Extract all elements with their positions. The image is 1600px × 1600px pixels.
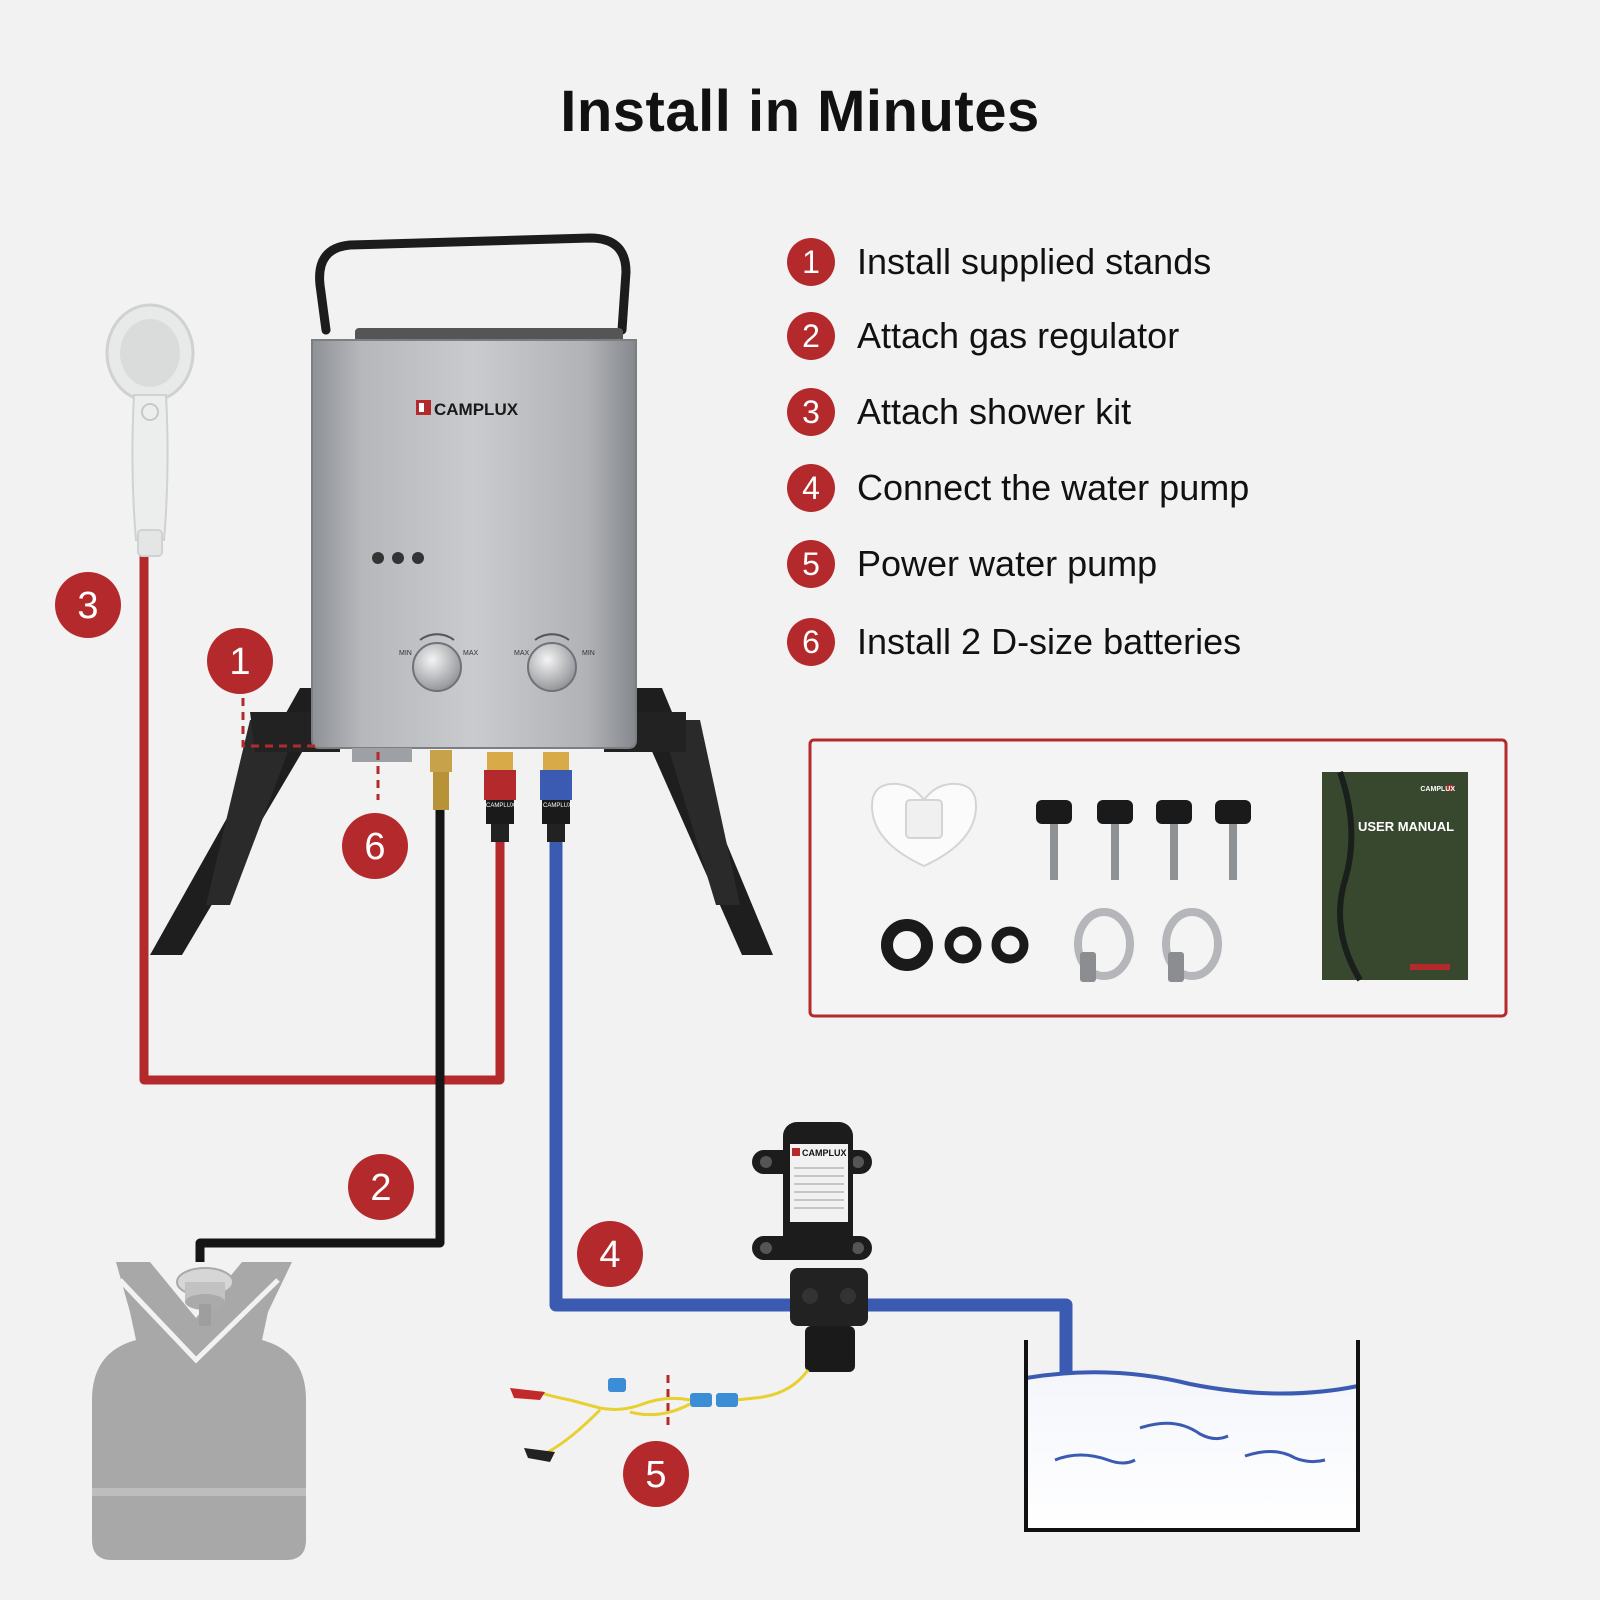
- rubber-washer-icon: [881, 919, 933, 971]
- pump-power-cable-icon: [510, 1369, 810, 1462]
- step-label: Install 2 D-size batteries: [857, 621, 1242, 662]
- shower-head-icon: [105, 303, 195, 557]
- rubber-washer-icon: [991, 926, 1029, 964]
- water-knob-icon: MAX MIN: [514, 633, 595, 692]
- step-label: Attach gas regulator: [857, 315, 1180, 356]
- step-item-5: 5 Power water pump: [787, 538, 1157, 590]
- callout-number: 4: [599, 1234, 620, 1276]
- knob-min-label: MIN: [582, 650, 595, 657]
- thumb-screw-icon: [1036, 800, 1072, 880]
- thumb-screw-icon: [1156, 800, 1192, 880]
- camplux-logo-icon: [416, 400, 431, 415]
- heater-stand-right-icon: [604, 688, 773, 955]
- thumb-screw-icon: [1215, 800, 1251, 880]
- callout-badge-4: 4: [577, 1221, 643, 1287]
- page-title: Install in Minutes: [560, 79, 1040, 144]
- cold-water-line: [549, 840, 1073, 1436]
- heater-stand-left-icon: [150, 688, 340, 955]
- step-item-4: 4 Connect the water pump: [787, 462, 1249, 514]
- step-number-badge: 4: [787, 464, 835, 512]
- step-number-badge: 6: [787, 618, 835, 666]
- thumb-screw-icon: [1097, 800, 1133, 880]
- callout-badge-3: 3: [55, 572, 121, 638]
- step-label: Connect the water pump: [857, 467, 1250, 508]
- gas-cylinder-icon: [92, 1262, 306, 1560]
- callout-number: 6: [364, 826, 385, 868]
- step-item-3: 3 Attach shower kit: [787, 386, 1131, 438]
- callout-badge-6: 6: [342, 813, 408, 879]
- step-number-badge: 1: [787, 238, 835, 286]
- callout-number: 1: [229, 641, 250, 683]
- user-manual-icon: CAMPLUX USER MANUAL: [1322, 771, 1468, 982]
- connector-label: CAMPLUX: [486, 803, 515, 809]
- shower-holder-icon: [870, 782, 978, 868]
- heater-brand-label: CAMPLUX: [434, 400, 519, 419]
- step-number-badge: 2: [787, 312, 835, 360]
- step-label: Attach shower kit: [857, 391, 1132, 432]
- step-item-6: 6 Install 2 D-size batteries: [787, 616, 1241, 668]
- water-pump-icon: CAMPLUX: [752, 1122, 872, 1372]
- callout-number: 5: [645, 1454, 666, 1496]
- cold-inlet-connector-icon: CAMPLUX: [540, 752, 572, 842]
- step-item-1: 1 Install supplied stands: [787, 236, 1211, 288]
- heater-handle-icon: [315, 233, 631, 335]
- step-item-2: 2 Attach gas regulator: [787, 310, 1179, 362]
- gas-knob-icon: MIN MAX: [399, 633, 479, 692]
- callout-badge-2: 2: [348, 1154, 414, 1220]
- hot-water-line: [139, 556, 505, 1085]
- hose-clamp-icon: [1162, 908, 1222, 982]
- callout-badge-5: 5: [623, 1441, 689, 1507]
- knob-max-label: MAX: [463, 650, 479, 657]
- step-label: Install supplied stands: [857, 241, 1212, 282]
- water-heater-body: CAMPLUX MIN MAX MAX MIN: [311, 328, 637, 762]
- callout-number: 2: [370, 1167, 391, 1209]
- knob-min-label: MIN: [399, 650, 412, 657]
- accessories-box: CAMPLUX USER MANUAL: [808, 738, 1508, 1018]
- manual-title-label: USER MANUAL: [1358, 819, 1454, 834]
- hose-clamp-icon: [1074, 908, 1134, 982]
- step-number-badge: 3: [787, 388, 835, 436]
- knob-max-label: MAX: [514, 650, 530, 657]
- callout-badge-1: 1: [207, 628, 273, 694]
- step-number-badge: 5: [787, 540, 835, 588]
- pump-brand-label: CAMPLUX: [802, 1148, 847, 1158]
- water-tank-icon: [1024, 1340, 1360, 1532]
- connector-label: CAMPLUX: [543, 803, 572, 809]
- step-label: Power water pump: [857, 543, 1158, 584]
- gas-inlet-fitting-icon: [430, 750, 452, 810]
- rubber-washer-icon: [944, 926, 982, 964]
- hot-outlet-connector-icon: CAMPLUX: [484, 752, 516, 842]
- callout-number: 3: [77, 585, 98, 627]
- callout-leader-lines: [241, 698, 670, 1428]
- gas-line: [195, 810, 445, 1262]
- gas-regulator-icon: [176, 1267, 234, 1326]
- manual-brand-label: CAMPLUX: [1420, 786, 1455, 793]
